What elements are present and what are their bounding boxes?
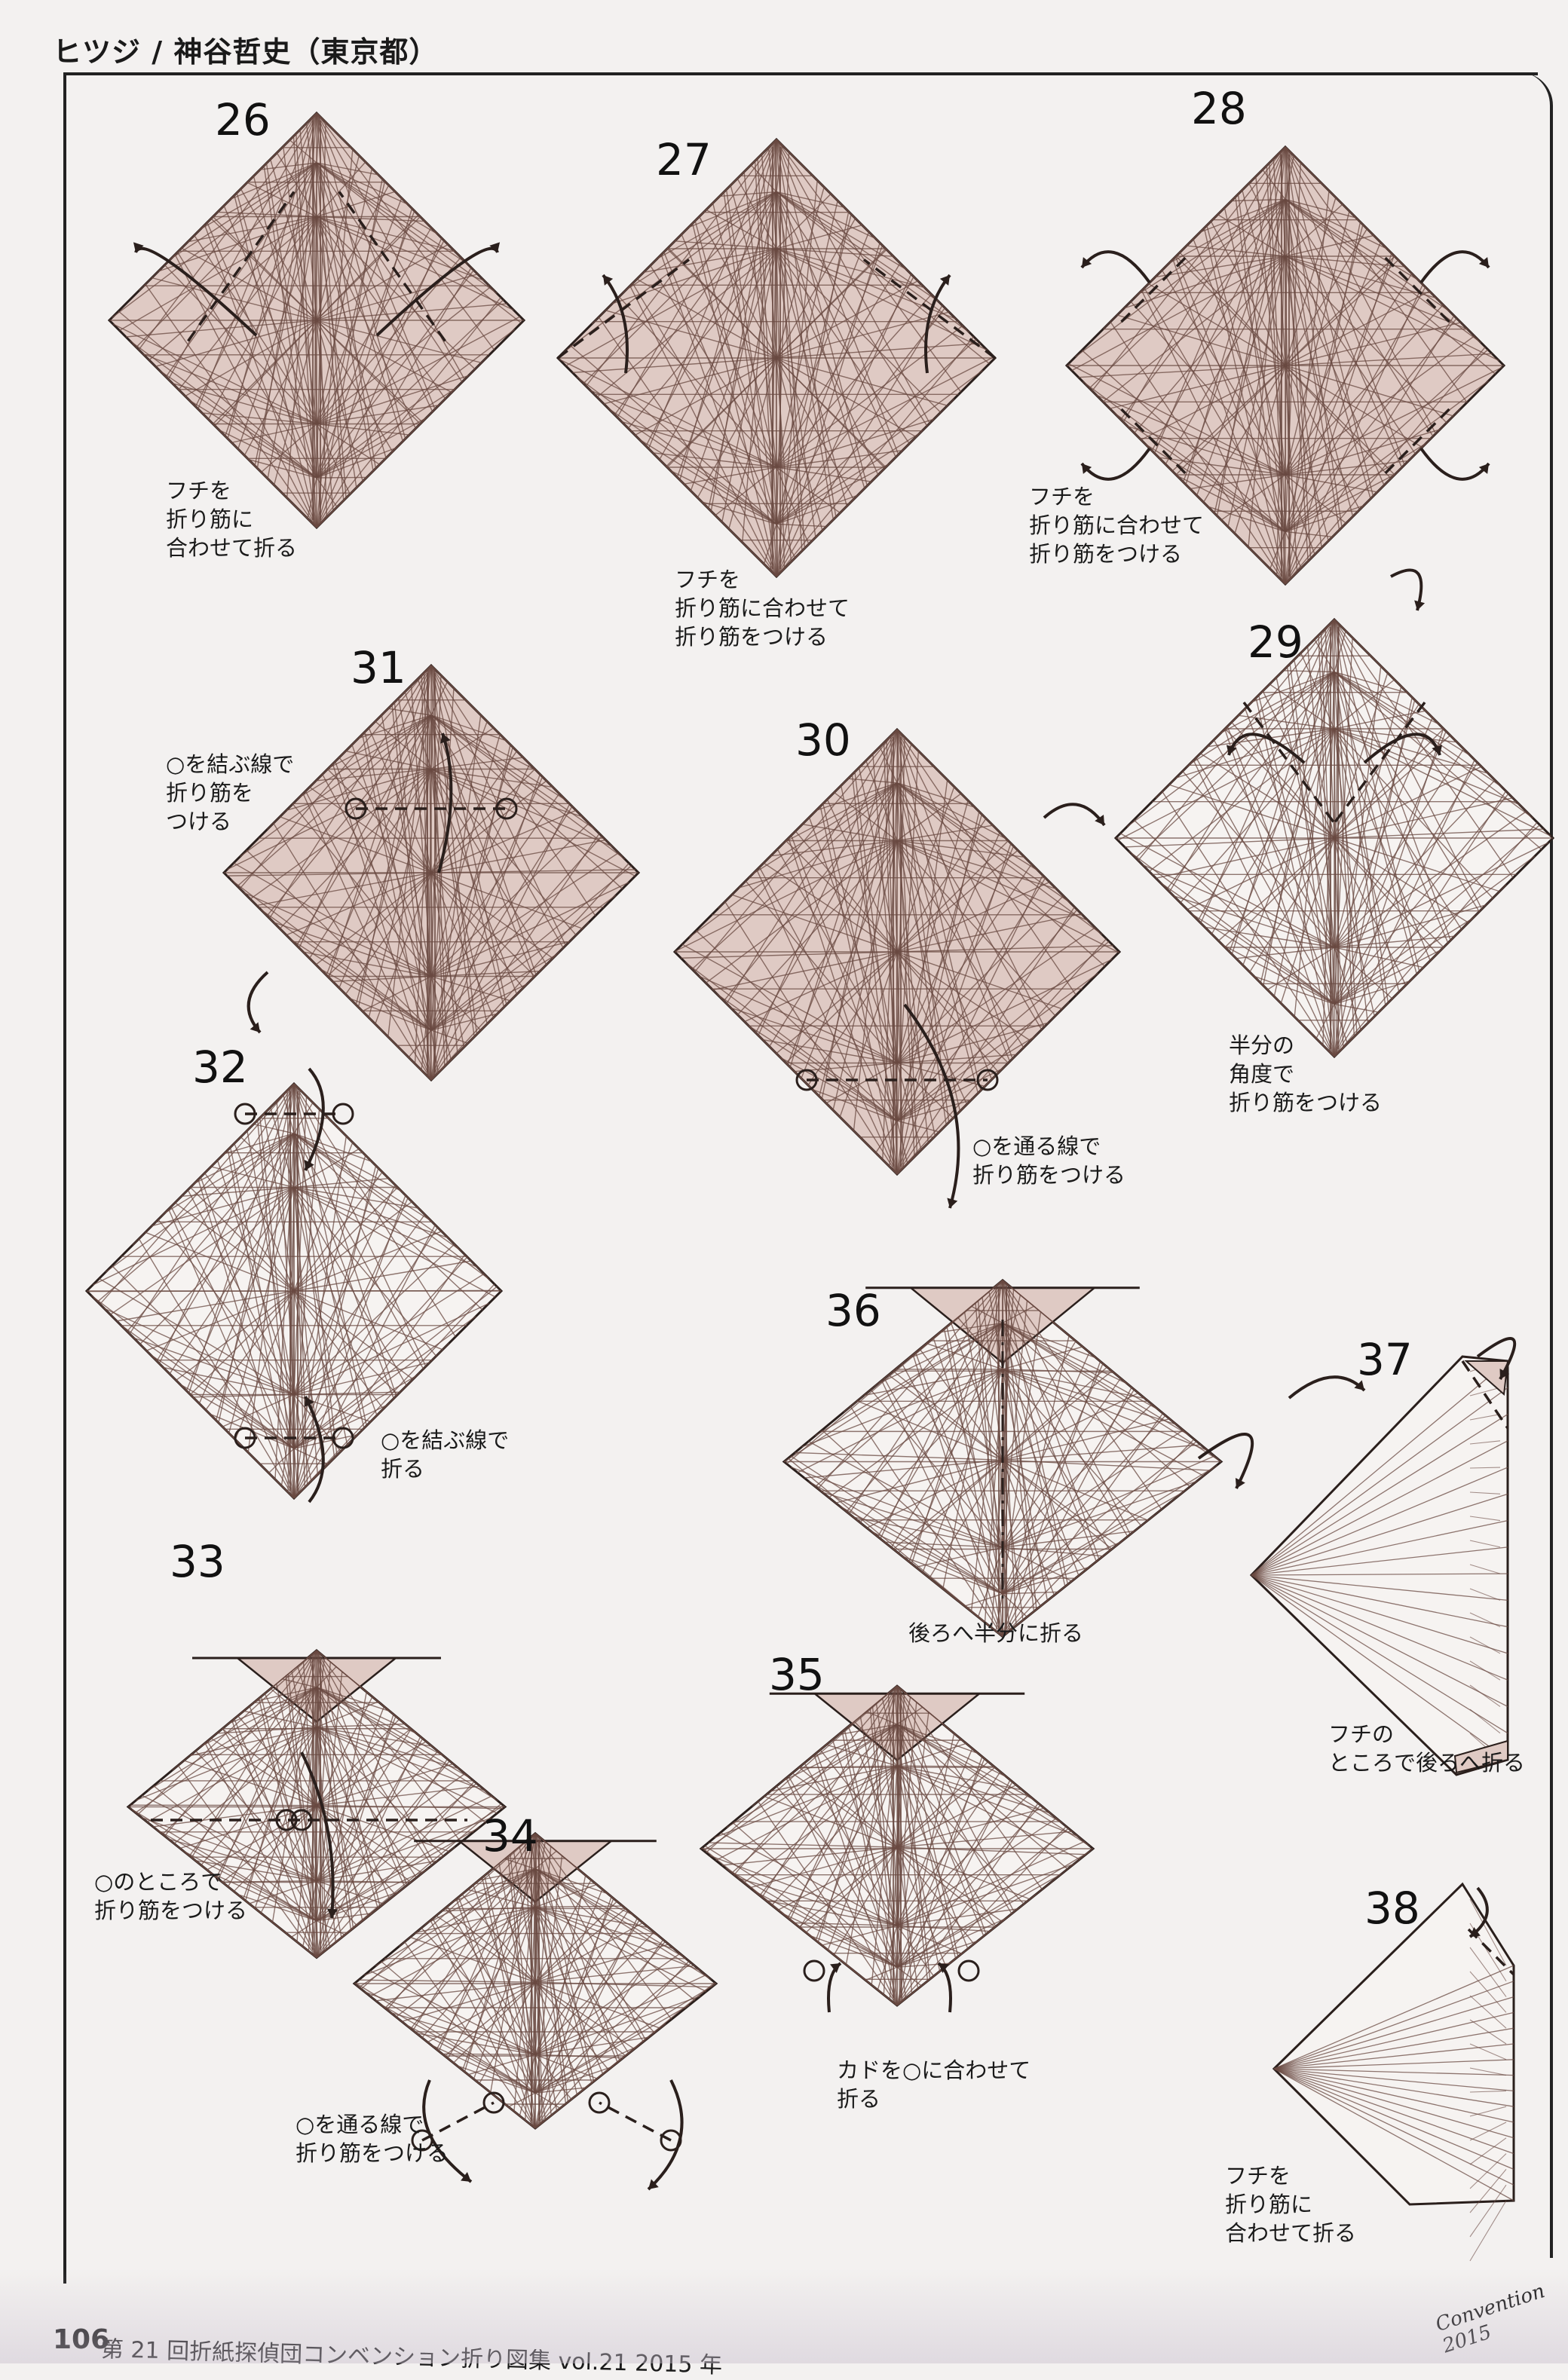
step-caption: ○を通る線で 折り筋をつける	[296, 2110, 449, 2167]
step-caption: ○のところで 折り筋をつける	[94, 1868, 247, 1925]
step-number: 34	[482, 1810, 538, 1861]
step-caption: フチを 折り筋に 合わせて折る	[166, 476, 297, 562]
step-number: 27	[656, 134, 712, 185]
step-caption: ○を結ぶ線で 折り筋を つける	[166, 750, 294, 836]
step-number: 35	[769, 1649, 825, 1700]
page-header: ヒツジ / 神谷哲史（東京都）	[53, 29, 438, 70]
book-title: 第 21 回折紙探偵団コンベンション折り図集 vol.21 2015 年	[100, 2330, 722, 2380]
step-caption: フチを 折り筋に 合わせて折る	[1225, 2161, 1356, 2247]
step-number: 33	[170, 1536, 225, 1587]
step-caption: ○を通る線で 折り筋をつける	[972, 1132, 1125, 1189]
page-frame	[63, 72, 1538, 2284]
step-number: 32	[192, 1042, 248, 1093]
step-number: 37	[1357, 1334, 1413, 1385]
step-number: 26	[215, 94, 271, 145]
page-frame-edge	[1520, 72, 1553, 2258]
step-caption: フチを 折り筋に合わせて 折り筋をつける	[1029, 482, 1204, 568]
step-number: 30	[795, 714, 851, 766]
step-caption: フチを 折り筋に合わせて 折り筋をつける	[675, 565, 850, 651]
step-caption: カドを○に合わせて 折る	[837, 2056, 1031, 2113]
running-footer: Convention 2015	[1433, 2275, 1568, 2358]
step-caption: 半分の 角度で 折り筋をつける	[1229, 1031, 1382, 1117]
step-number: 29	[1248, 616, 1303, 668]
step-number: 36	[825, 1285, 881, 1336]
step-caption: ○を結ぶ線で 折る	[381, 1426, 509, 1483]
step-caption: フチの ところで後ろへ折る	[1328, 1720, 1525, 1777]
step-number: 31	[351, 642, 406, 693]
step-caption: 後ろへ半分に折る	[908, 1619, 1083, 1647]
step-number: 38	[1364, 1883, 1420, 1934]
step-number: 28	[1191, 83, 1247, 134]
